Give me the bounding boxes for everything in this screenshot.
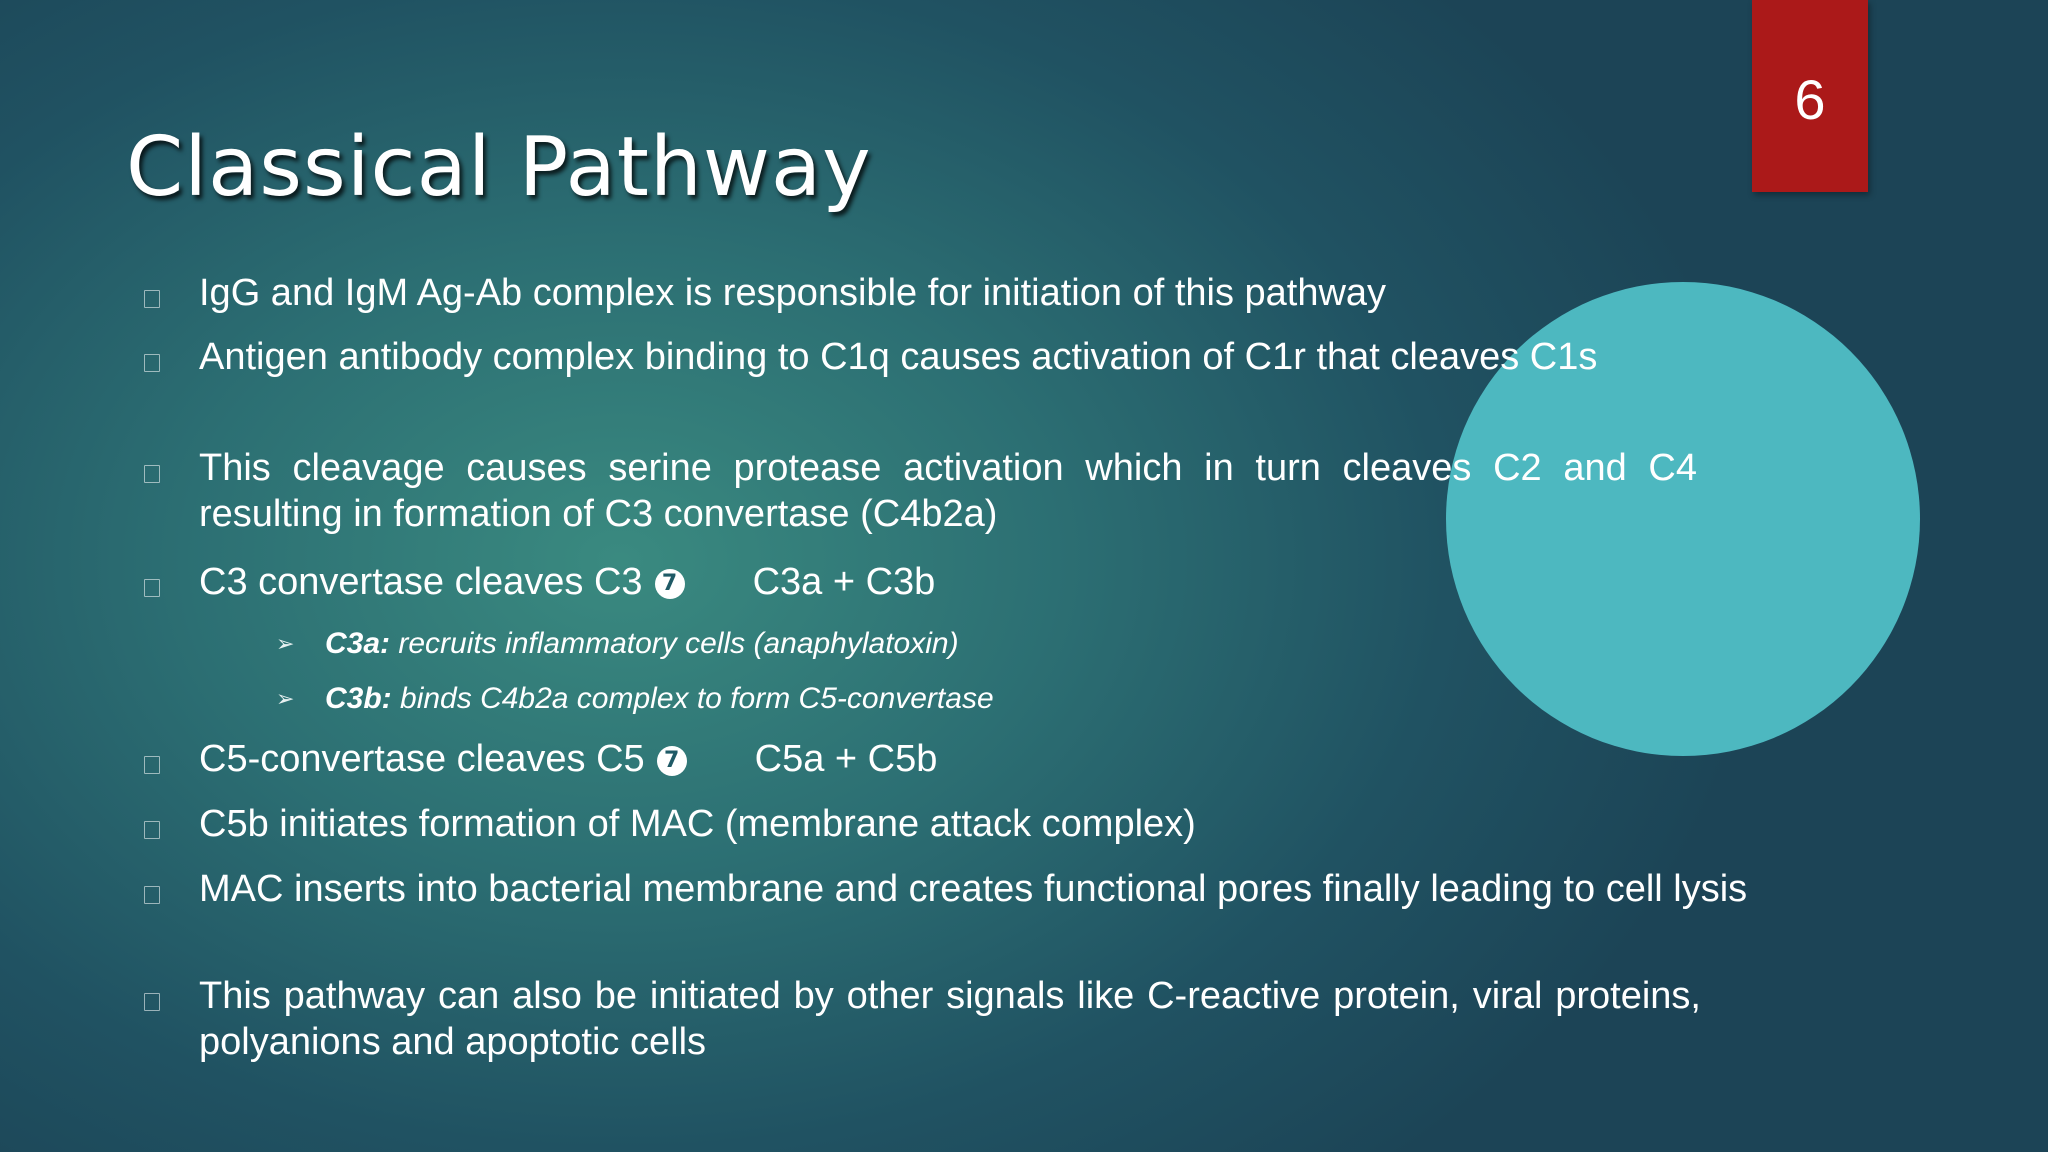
bullet-text: MAC inserts into bacterial membrane and … [199, 868, 1748, 910]
sub-bullet-term: C3a: [325, 627, 391, 660]
bullet-square-icon [144, 886, 160, 904]
sub-bullet-term: C3b: [325, 682, 392, 715]
decorative-circle [1446, 282, 1920, 756]
sub-bullet-desc: recruits inflammatory cells (anaphylatox… [398, 627, 959, 660]
bullet-square-icon [144, 354, 160, 372]
reaction-arrow-icon: 7 [656, 746, 687, 776]
slide-title: Classical Pathway [126, 120, 872, 215]
sub-bullet-text: C3a: recruits inflammatory cells (anaphy… [325, 626, 959, 662]
bullet-text: C5-convertase cleaves C5 7 C5a + C5b [199, 736, 1599, 782]
bullet-text: This pathway can also be initiated by ot… [199, 975, 1701, 1063]
bullet-text-before: C5-convertase cleaves C5 [199, 738, 645, 780]
sub-bullet-desc: binds C4b2a complex to form C5-convertas… [400, 682, 994, 715]
bullet-square-icon [144, 756, 160, 774]
bullet-square-icon [144, 465, 160, 483]
bullet-text: IgG and IgM Ag-Ab complex is responsible… [199, 272, 1387, 314]
sub-bullet-text: C3b: binds C4b2a complex to form C5-conv… [325, 681, 994, 717]
page-number: 6 [1794, 68, 1826, 131]
bullet-text-before: C3 convertase cleaves C3 [199, 561, 643, 603]
reaction-arrow-icon: 7 [654, 569, 685, 599]
arrow-bullet-icon: ➢ [276, 686, 295, 711]
bullet-text: C5b initiates formation of MAC (membrane… [199, 803, 1196, 845]
bullet-square-icon [144, 821, 160, 839]
bullet-square-icon [144, 579, 160, 597]
bullet-text-after: C3a + C3b [752, 561, 936, 603]
bullet-square-icon [144, 290, 160, 308]
bullet-square-icon [144, 993, 160, 1011]
page-number-badge: 6 [1752, 0, 1868, 192]
bullet-text: Antigen antibody complex binding to C1q … [199, 336, 1598, 378]
arrow-bullet-icon: ➢ [276, 631, 295, 656]
bullet-text-after: C5a + C5b [754, 738, 938, 780]
bullet-text: This cleavage causes serine protease act… [199, 447, 1697, 535]
bullet-text: C3 convertase cleaves C3 7 C3a + C3b [199, 559, 1599, 605]
